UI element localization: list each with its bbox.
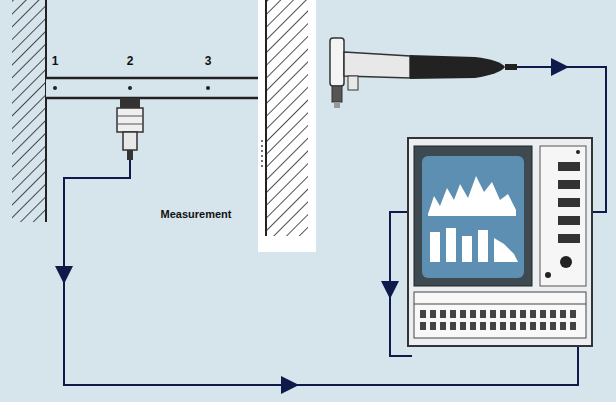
keyboard-key [510,310,516,318]
keyboard-key [560,322,566,330]
keyboard-key [530,322,536,330]
left-wall [12,0,46,222]
keyboard-key [430,310,436,318]
cable-arrow [63,255,65,275]
point-number: 1 [52,55,59,67]
cable-arrow [540,66,560,68]
cable-arrow [389,270,391,290]
keyboard-keys [420,310,576,330]
keyboard-key [500,310,506,318]
keyboard-key [540,310,546,318]
signal-analyzer [408,138,592,346]
impact-hammer [330,38,517,108]
point-number: 3 [205,55,212,67]
hammer-cable [390,67,606,356]
keyboard-key [500,322,506,330]
caption-label: Measurement [161,209,232,220]
keyboard-key [450,310,456,318]
keyboard-key [490,310,496,318]
keyboard-key [420,310,426,318]
keyboard-key [530,310,536,318]
keyboard-key [440,310,446,318]
keyboard-key [450,322,456,330]
accelerometer [117,98,143,160]
keyboard-key [470,310,476,318]
keyboard-key [490,322,496,330]
keyboard-key [550,310,556,318]
cable-arrow [265,384,290,386]
keyboard-key [420,322,426,330]
beam [46,78,262,98]
keyboard-key [560,310,566,318]
keyboard-key [480,310,486,318]
keyboard-key [570,322,576,330]
keyboard-key [550,322,556,330]
keyboard-key [440,322,446,330]
right-wall [258,0,316,252]
keyboard-key [470,322,476,330]
keyboard-key [460,322,466,330]
point-number: 2 [127,55,134,67]
keyboard-key [570,310,576,318]
keyboard-key [520,322,526,330]
keyboard-key [540,322,546,330]
keyboard-key [430,322,436,330]
keyboard-key [520,310,526,318]
keyboard-key [510,322,516,330]
keyboard-key [460,310,466,318]
keyboard-key [480,322,486,330]
